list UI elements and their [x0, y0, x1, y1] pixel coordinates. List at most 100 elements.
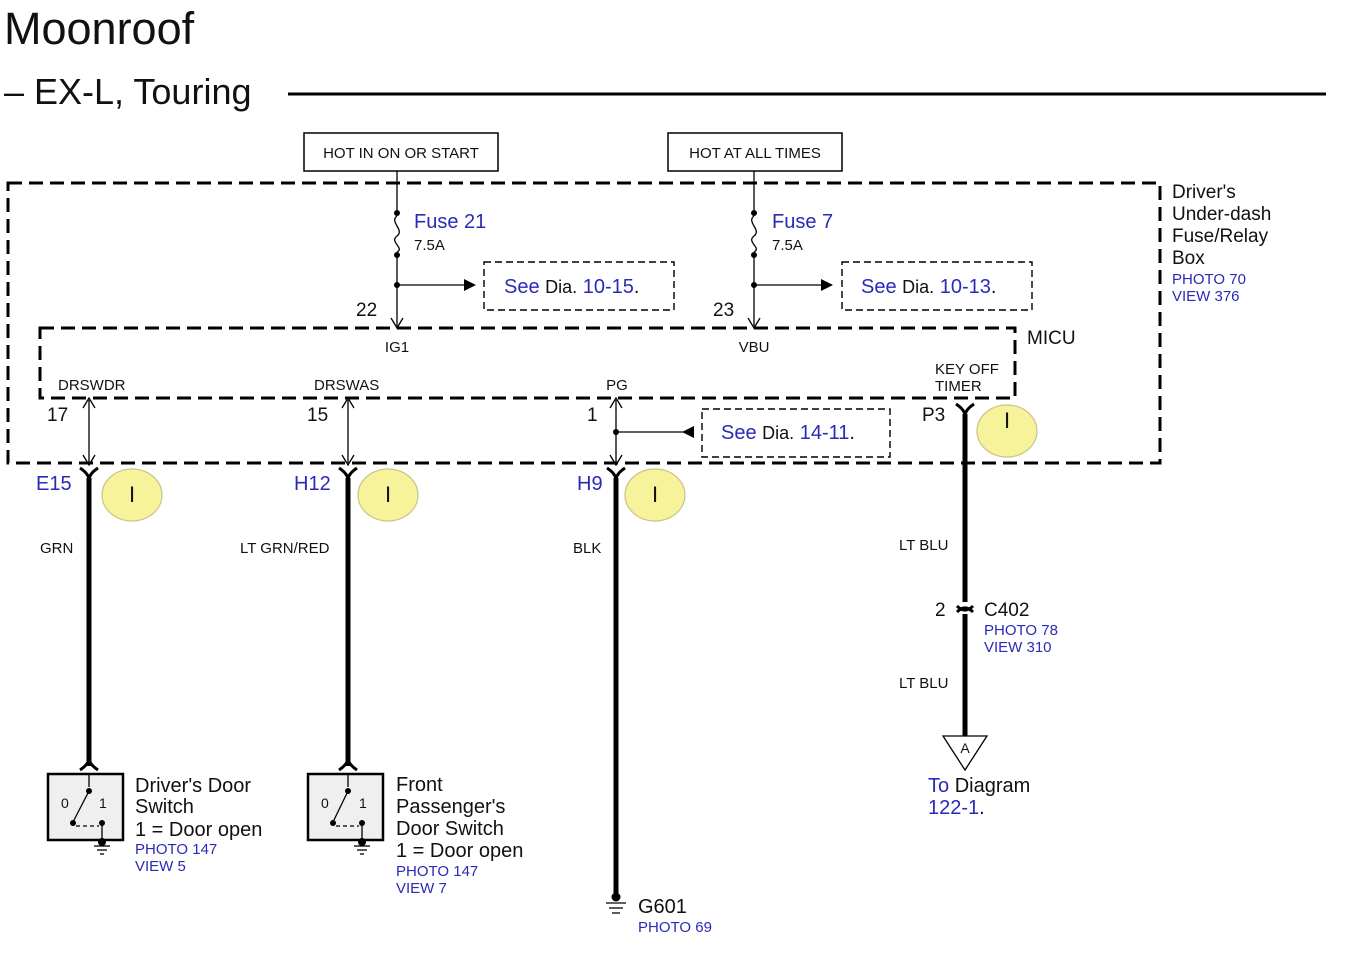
- see-dia-10-15-box: [483, 261, 675, 311]
- page-title: Moonroof: [4, 3, 195, 54]
- see-dia-10-13-box: [841, 261, 1033, 311]
- micu-keyoff-2: TIMER: [935, 378, 982, 395]
- driver-switch-ground-dot: [98, 838, 106, 846]
- fuse-box-label-2: Under-dash: [1172, 204, 1271, 225]
- marker-p3[interactable]: [976, 404, 1038, 458]
- hot-ign-box: [303, 132, 499, 172]
- hot-ign-label: HOT IN ON OR START: [323, 145, 479, 162]
- pin-22: 22: [356, 300, 377, 321]
- fuse-box-label-4: Box: [1172, 248, 1205, 269]
- driver-switch-photo: PHOTO 147: [135, 841, 217, 858]
- marker-h9[interactable]: [624, 468, 686, 522]
- g601-ground-dot: [611, 892, 621, 902]
- drswas-arrow-up: [341, 396, 355, 409]
- connector-h12: H12: [294, 473, 331, 495]
- page-subtitle: – EX-L, Touring: [4, 71, 251, 112]
- micu-label: MICU: [1027, 328, 1076, 349]
- pass-switch-label-4: 1 = Door open: [396, 840, 523, 862]
- micu-keyoff-1: KEY OFF: [935, 361, 999, 378]
- fuse-box-view: VIEW 376: [1172, 288, 1240, 305]
- driver-switch-label-1: Driver's Door: [135, 775, 251, 797]
- driver-switch-fork: [79, 757, 99, 772]
- driver-door-switch: [46, 772, 125, 842]
- pass-switch-contact-0: [330, 820, 336, 826]
- driver-switch-pos-1: 1: [99, 795, 107, 811]
- pin-17: 17: [47, 405, 68, 426]
- pg-arrow-down: [609, 454, 623, 467]
- driver-switch-view: VIEW 5: [135, 858, 186, 875]
- micu-ig1: IG1: [385, 339, 409, 356]
- pass-switch-view: VIEW 7: [396, 880, 447, 897]
- pin-15: 15: [307, 405, 328, 426]
- pass-switch-pos-1: 1: [359, 795, 367, 811]
- to-diagram-line1[interactable]: To Diagram: [928, 775, 1030, 797]
- c402-view: VIEW 310: [984, 639, 1052, 656]
- pg-arrow-up: [609, 396, 623, 409]
- pass-switch-blade: [332, 790, 349, 823]
- see-dia-14-11[interactable]: See Dia. 14-11.: [721, 422, 855, 444]
- fuse7-branch-arrow: [821, 279, 833, 291]
- micu-drswdr: DRSWDR: [58, 377, 126, 394]
- wire-label-lt-blu-1: LT BLU: [899, 537, 948, 554]
- micu-drswas: DRSWAS: [314, 377, 379, 394]
- pass-switch-label-3: Door Switch: [396, 818, 504, 840]
- marker-e15[interactable]: [101, 468, 163, 522]
- fuse-box-photo: PHOTO 70: [1172, 271, 1246, 288]
- see-dia-14-11-box: [701, 408, 891, 458]
- pin-1: 1: [587, 405, 598, 426]
- pass-switch-label-1: Front: [396, 774, 443, 796]
- see-dia-10-15[interactable]: See Dia. 10-15.: [504, 276, 639, 298]
- fuse7-name: Fuse 7: [772, 211, 833, 233]
- fuse21-symbol: [394, 215, 400, 253]
- wire-label-blk: BLK: [573, 540, 601, 557]
- driver-switch-contact-0: [70, 820, 76, 826]
- wire-label-grn: GRN: [40, 540, 73, 557]
- drswas-arrow-down: [341, 454, 355, 467]
- off-page-connector-a: [941, 735, 989, 772]
- fuse21-rating: 7.5A: [414, 237, 445, 254]
- drswdr-arrow-down: [82, 454, 96, 467]
- pin-p3: P3: [922, 405, 945, 426]
- driver-switch-label-2: Switch: [135, 796, 194, 818]
- connector-e15: E15: [36, 473, 72, 495]
- g601-name: G601: [638, 896, 687, 918]
- fuse21-top-dot: [394, 210, 400, 216]
- hot-bat-label: HOT AT ALL TIMES: [689, 145, 821, 162]
- wire-label-lt-blu-2: LT BLU: [899, 675, 948, 692]
- fuse-box-label-3: Fuse/Relay: [1172, 226, 1269, 247]
- hot-bat-box: [667, 132, 843, 172]
- g601-photo: PHOTO 69: [638, 919, 712, 936]
- marker-h12-glyph: I: [385, 482, 391, 507]
- fuse7-symbol: [751, 215, 757, 253]
- pass-switch-ground-dot: [358, 838, 366, 846]
- pass-switch-photo: PHOTO 147: [396, 863, 478, 880]
- c402-connector-top: [955, 606, 975, 614]
- c402-pin: 2: [935, 600, 946, 621]
- driver-switch-pos-0: 0: [61, 795, 69, 811]
- connector-h9: H9: [577, 473, 603, 495]
- fuse21-branch-arrow: [464, 279, 476, 291]
- driver-switch-label-3: 1 = Door open: [135, 819, 262, 841]
- to-diagram-line2[interactable]: 122-1.: [928, 797, 985, 819]
- fuse21-name: Fuse 21: [414, 211, 486, 233]
- pass-switch-label-2: Passenger's: [396, 796, 505, 818]
- pass-switch-pos-0: 0: [321, 795, 329, 811]
- marker-p3-glyph: I: [1004, 408, 1010, 433]
- marker-h12[interactable]: [357, 468, 419, 522]
- driver-switch-blade: [72, 790, 90, 823]
- marker-e15-glyph: I: [129, 482, 135, 507]
- wire-label-lt-grn-red: LT GRN/RED: [240, 540, 330, 557]
- see-dia-10-13[interactable]: See Dia. 10-13.: [861, 276, 996, 298]
- micu-box: [38, 326, 1017, 400]
- drswdr-arrow-up: [82, 396, 96, 409]
- fuse-relay-box: [6, 181, 1162, 465]
- pass-switch-fork: [338, 757, 358, 772]
- marker-h9-glyph: I: [652, 482, 658, 507]
- pg-branch-arrow: [682, 426, 694, 438]
- fuse7-top-dot: [751, 210, 757, 216]
- c402-connector-bottom: [955, 604, 975, 612]
- off-page-letter: A: [960, 740, 970, 756]
- fuse7-rating: 7.5A: [772, 237, 803, 254]
- micu-pg: PG: [606, 377, 628, 394]
- fuse-box-label-1: Driver's: [1172, 182, 1236, 203]
